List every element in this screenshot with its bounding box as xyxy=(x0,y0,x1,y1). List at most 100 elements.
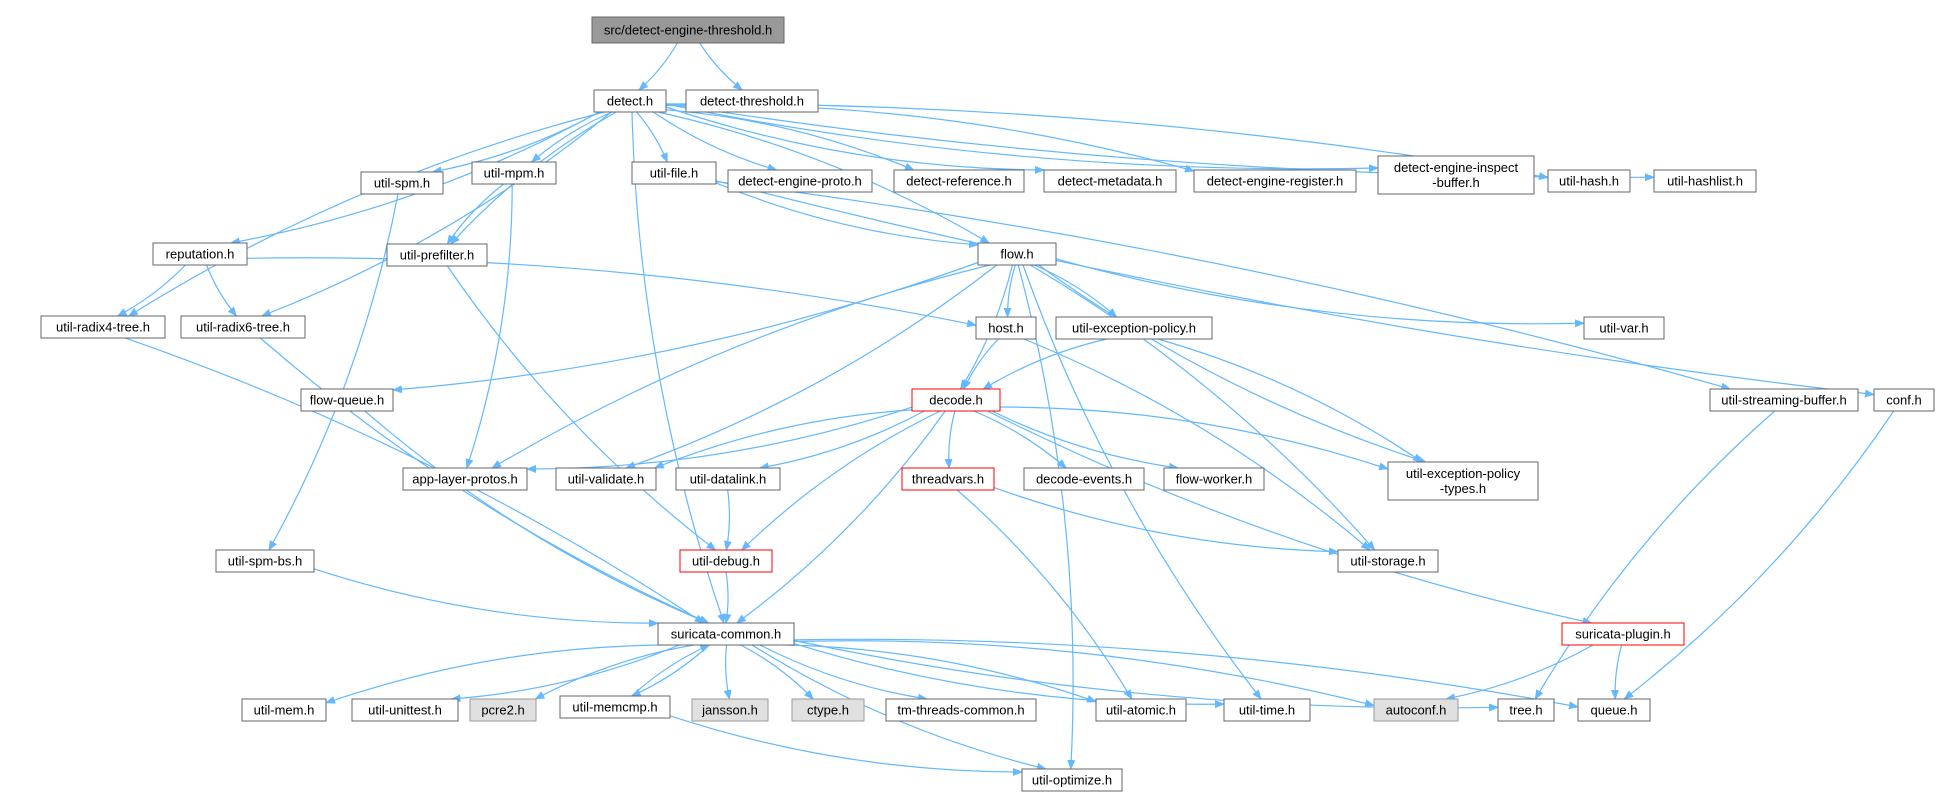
node-util-exception-policy-types[interactable]: util-exception-policy-types.h xyxy=(1387,461,1539,501)
node-box xyxy=(555,467,657,491)
node-box xyxy=(1095,698,1187,722)
node-util-spm[interactable]: util-spm.h xyxy=(360,171,444,195)
edge-root-to-detect xyxy=(638,42,678,91)
node-label: util-radix6-tree.h xyxy=(196,320,290,335)
node-flow[interactable]: flow.h xyxy=(977,242,1057,266)
node-util-radix6-tree[interactable]: util-radix6-tree.h xyxy=(180,315,306,339)
node-util-unittest[interactable]: util-unittest.h xyxy=(351,698,459,722)
node-util-debug[interactable]: util-debug.h xyxy=(679,549,773,573)
node-label: reputation.h xyxy=(166,247,235,262)
node-util-datalink[interactable]: util-datalink.h xyxy=(675,467,781,491)
node-label: detect-engine-register.h xyxy=(1207,174,1344,189)
node-tree[interactable]: tree.h xyxy=(1497,698,1555,722)
node-app-layer-protos[interactable]: app-layer-protos.h xyxy=(402,467,528,491)
edge-util_memcmp-to-suricata_common xyxy=(631,644,711,697)
node-ctype[interactable]: ctype.h xyxy=(791,698,865,722)
edge-conf-to-queue xyxy=(1623,410,1895,700)
node-label: util-unittest.h xyxy=(368,703,442,718)
node-label: util-validate.h xyxy=(568,472,645,487)
node-util-prefilter[interactable]: util-prefilter.h xyxy=(386,243,488,267)
node-util-hash[interactable]: util-hash.h xyxy=(1547,169,1631,193)
node-label: pcre2.h xyxy=(481,703,524,718)
node-detect-engine-inspect-buffer[interactable]: detect-engine-inspect-buffer.h xyxy=(1377,155,1535,195)
node-box xyxy=(901,467,995,491)
node-box xyxy=(591,16,785,44)
edge-util_datalink-to-util_debug xyxy=(723,489,732,551)
node-util-file[interactable]: util-file.h xyxy=(631,161,717,185)
edge-util_mpm-to-util_prefilter xyxy=(446,183,505,245)
node-util-storage[interactable]: util-storage.h xyxy=(1337,549,1439,573)
node-label: util-radix4-tree.h xyxy=(56,320,150,335)
node-util-hashlist[interactable]: util-hashlist.h xyxy=(1653,169,1757,193)
edge-detect-to-util_radix6_tree xyxy=(260,111,612,317)
node-box xyxy=(977,242,1057,266)
node-reputation[interactable]: reputation.h xyxy=(152,242,248,266)
node-util-atomic[interactable]: util-atomic.h xyxy=(1095,698,1187,722)
edge-suricata_common-to-util_memcmp xyxy=(630,644,710,697)
node-util-spm-bs[interactable]: util-spm-bs.h xyxy=(215,549,315,573)
node-box xyxy=(351,698,459,722)
node-host[interactable]: host.h xyxy=(975,316,1037,340)
node-util-mem[interactable]: util-mem.h xyxy=(241,698,327,722)
edge-util_prefilter-to-util_debug xyxy=(446,265,717,551)
edge-reputation-to-util_radix6_tree xyxy=(205,264,238,317)
node-util-optimize[interactable]: util-optimize.h xyxy=(1021,768,1123,792)
node-detect[interactable]: detect.h xyxy=(593,89,667,113)
node-label: util-file.h xyxy=(650,166,698,181)
node-label: conf.h xyxy=(1886,393,1921,408)
node-label: util-hashlist.h xyxy=(1667,174,1743,189)
edge-util_spm_bs-to-suricata_common xyxy=(313,568,659,628)
node-autoconf[interactable]: autoconf.h xyxy=(1373,698,1459,722)
edge-suricata_common-to-queue xyxy=(793,638,1579,710)
node-label: util-exception-policy.h xyxy=(1072,321,1196,336)
node-root[interactable]: src/detect-engine-threshold.h xyxy=(591,16,785,44)
node-box xyxy=(471,161,557,185)
node-label: threadvars.h xyxy=(912,472,984,487)
node-label: ctype.h xyxy=(807,703,849,718)
node-detect-engine-register[interactable]: detect-engine-register.h xyxy=(1193,169,1357,193)
node-util-memcmp[interactable]: util-memcmp.h xyxy=(559,695,671,719)
node-label: util-spm.h xyxy=(374,176,430,191)
node-util-mpm[interactable]: util-mpm.h xyxy=(471,161,557,185)
node-label: detect-engine-proto.h xyxy=(738,174,862,189)
node-suricata-plugin[interactable]: suricata-plugin.h xyxy=(1561,622,1685,646)
node-suricata-common[interactable]: suricata-common.h xyxy=(657,622,795,646)
node-flow-worker[interactable]: flow-worker.h xyxy=(1163,467,1265,491)
node-label: src/detect-engine-threshold.h xyxy=(604,23,772,38)
node-box xyxy=(675,467,781,491)
node-detect-engine-proto[interactable]: detect-engine-proto.h xyxy=(727,169,873,193)
edge-threadvars-to-util_storage xyxy=(993,487,1339,556)
node-util-radix4-tree[interactable]: util-radix4-tree.h xyxy=(40,315,166,339)
node-tm-threads-common[interactable]: tm-threads-common.h xyxy=(885,698,1037,722)
node-box xyxy=(402,467,528,491)
node-decode-events[interactable]: decode-events.h xyxy=(1023,467,1145,491)
node-pcre2[interactable]: pcre2.h xyxy=(469,698,537,722)
edge-suricata_common-to-autoconf xyxy=(793,640,1375,708)
node-detect-threshold[interactable]: detect-threshold.h xyxy=(685,89,819,113)
node-threadvars[interactable]: threadvars.h xyxy=(901,467,995,491)
node-box xyxy=(1709,388,1859,412)
node-box xyxy=(1497,698,1555,722)
node-util-streaming-buffer[interactable]: util-streaming-buffer.h xyxy=(1709,388,1859,412)
node-flow-queue[interactable]: flow-queue.h xyxy=(300,388,394,412)
node-util-var[interactable]: util-var.h xyxy=(1583,316,1665,340)
node-label: tree.h xyxy=(1509,703,1542,718)
edge-suricata_plugin-to-autoconf xyxy=(1445,644,1594,702)
node-util-exception-policy[interactable]: util-exception-policy.h xyxy=(1055,316,1213,340)
node-detect-metadata[interactable]: detect-metadata.h xyxy=(1043,169,1177,193)
node-box xyxy=(1163,467,1265,491)
node-decode[interactable]: decode.h xyxy=(911,388,1001,412)
node-box xyxy=(1577,698,1651,722)
node-box xyxy=(40,315,166,339)
node-util-validate[interactable]: util-validate.h xyxy=(555,467,657,491)
node-label: queue.h xyxy=(1591,703,1638,718)
node-conf[interactable]: conf.h xyxy=(1873,388,1935,412)
edge-detect-to-detect_engine_proto xyxy=(653,111,778,172)
node-box xyxy=(180,315,306,339)
node-queue[interactable]: queue.h xyxy=(1577,698,1651,722)
node-util-time[interactable]: util-time.h xyxy=(1223,698,1311,722)
edge-util_exception_policy-to-util_exception_policy_types xyxy=(1157,338,1423,463)
edge-detect-to-detect_metadata xyxy=(665,106,1045,174)
node-detect-reference[interactable]: detect-reference.h xyxy=(893,169,1025,193)
node-jansson[interactable]: jansson.h xyxy=(691,698,769,722)
